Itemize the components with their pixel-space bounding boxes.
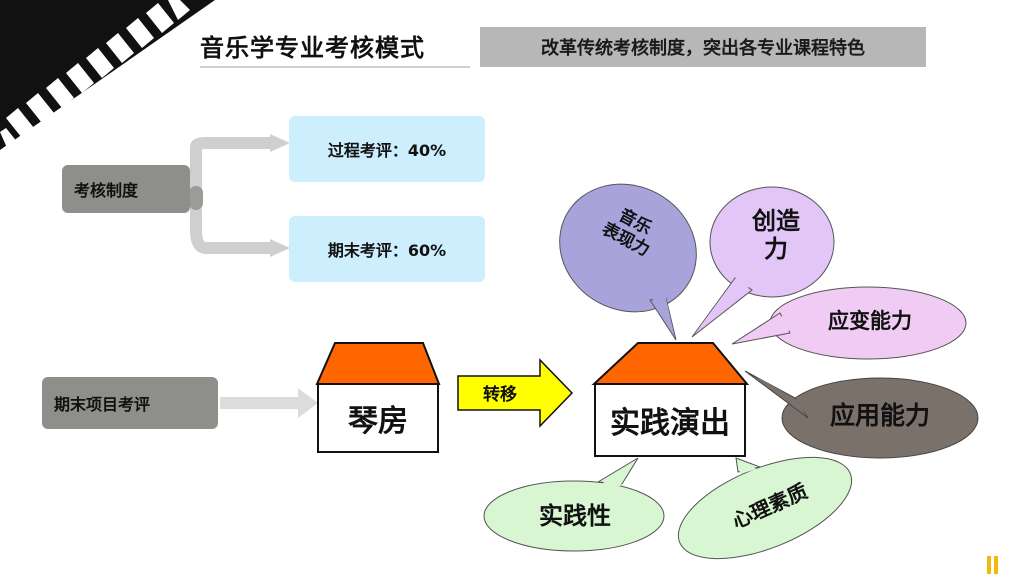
transfer-label: 转移 xyxy=(483,385,517,405)
bubble-expression xyxy=(559,183,697,341)
subtitle-banner: 改革传统考核制度，突出各专业课程特色 xyxy=(480,27,926,67)
fork-arrowhead-top xyxy=(270,134,290,152)
bubble-creativity xyxy=(691,186,835,338)
project-arrow xyxy=(220,388,318,418)
assessment-system-label: 考核制度 xyxy=(74,181,139,200)
process-evaluation-label: 过程考评：40% xyxy=(327,141,447,160)
page-marker-icon xyxy=(987,556,998,574)
assessment-system-box: 考核制度 xyxy=(62,165,190,213)
final-project-box: 期末项目考评 xyxy=(42,377,218,429)
bubble-psychology xyxy=(677,456,853,560)
practice-label: 实践演出 xyxy=(610,406,730,441)
piano-keys-decoration xyxy=(0,0,215,150)
fork-knob xyxy=(189,186,203,210)
practice-body xyxy=(594,383,746,457)
creativity-line1: 创造 xyxy=(752,207,800,235)
adaptability-label: 应变能力 xyxy=(828,309,912,333)
transfer-arrow xyxy=(457,358,574,428)
bubble-practicality xyxy=(483,457,665,552)
application-label: 应用能力 xyxy=(829,401,930,430)
bubble-adaptability xyxy=(731,286,967,360)
piano-room-body xyxy=(317,383,439,453)
fork-connector xyxy=(190,137,272,254)
page-title: 音乐学专业考核模式 xyxy=(200,34,425,62)
title-underline xyxy=(200,66,470,68)
piano-room-label: 琴房 xyxy=(348,404,408,439)
process-evaluation-box: 过程考评：40% xyxy=(289,116,485,182)
piano-room-house xyxy=(315,342,441,453)
piano-room-roof xyxy=(315,342,441,385)
practice-roof xyxy=(591,342,750,385)
creativity-line2: 力 xyxy=(764,234,788,263)
practice-house xyxy=(591,342,750,457)
creativity-bubble-text: 创造 力 xyxy=(736,207,816,263)
final-evaluation-label: 期末考评：60% xyxy=(327,241,447,260)
fork-arrowhead-bottom xyxy=(270,239,290,257)
practicality-label: 实践性 xyxy=(539,502,611,530)
final-project-label: 期末项目考评 xyxy=(54,395,151,414)
subtitle-text: 改革传统考核制度，突出各专业课程特色 xyxy=(541,38,865,59)
bubble-application xyxy=(744,370,979,459)
final-evaluation-box: 期末考评：60% xyxy=(289,216,485,282)
